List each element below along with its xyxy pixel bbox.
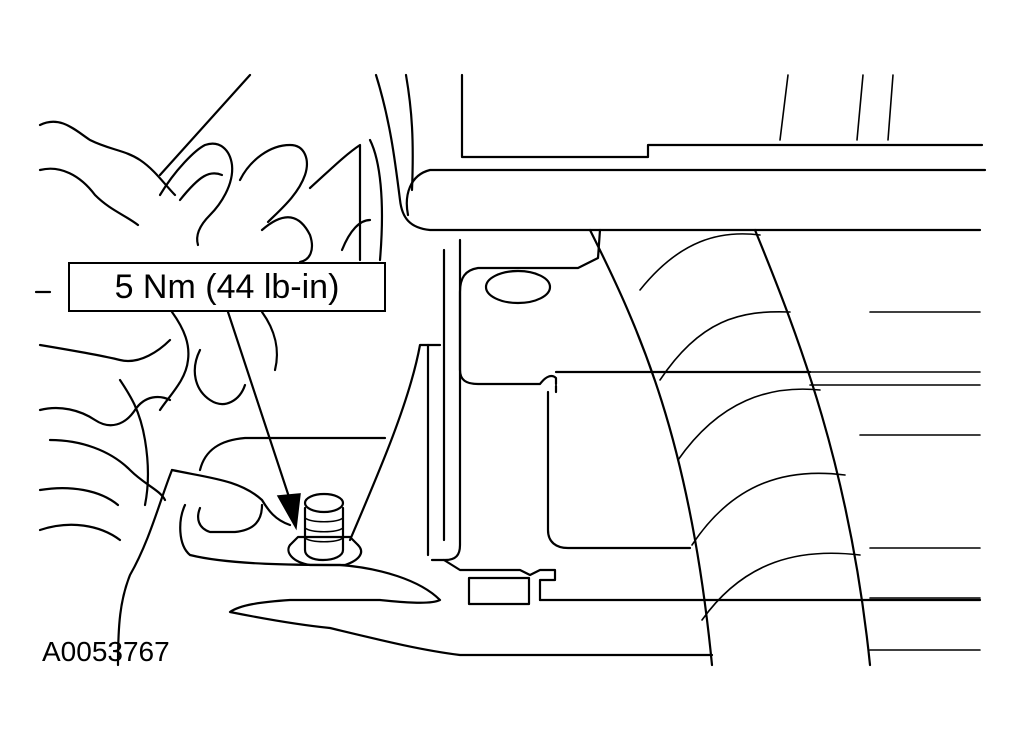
stud-bolt — [287, 492, 363, 567]
torque-label: 5 Nm (44 lb-in) — [114, 267, 340, 306]
slot — [467, 576, 531, 606]
upper-panel — [374, 73, 987, 232]
figure-id: A0053767 — [42, 636, 170, 667]
torque-callout: 5 Nm (44 lb-in) — [68, 262, 386, 312]
leader-arrow — [226, 310, 301, 531]
right-structure — [809, 311, 981, 651]
left-background-shapes — [34, 73, 387, 542]
bracket-plate — [348, 228, 982, 602]
base-flange — [116, 468, 714, 667]
